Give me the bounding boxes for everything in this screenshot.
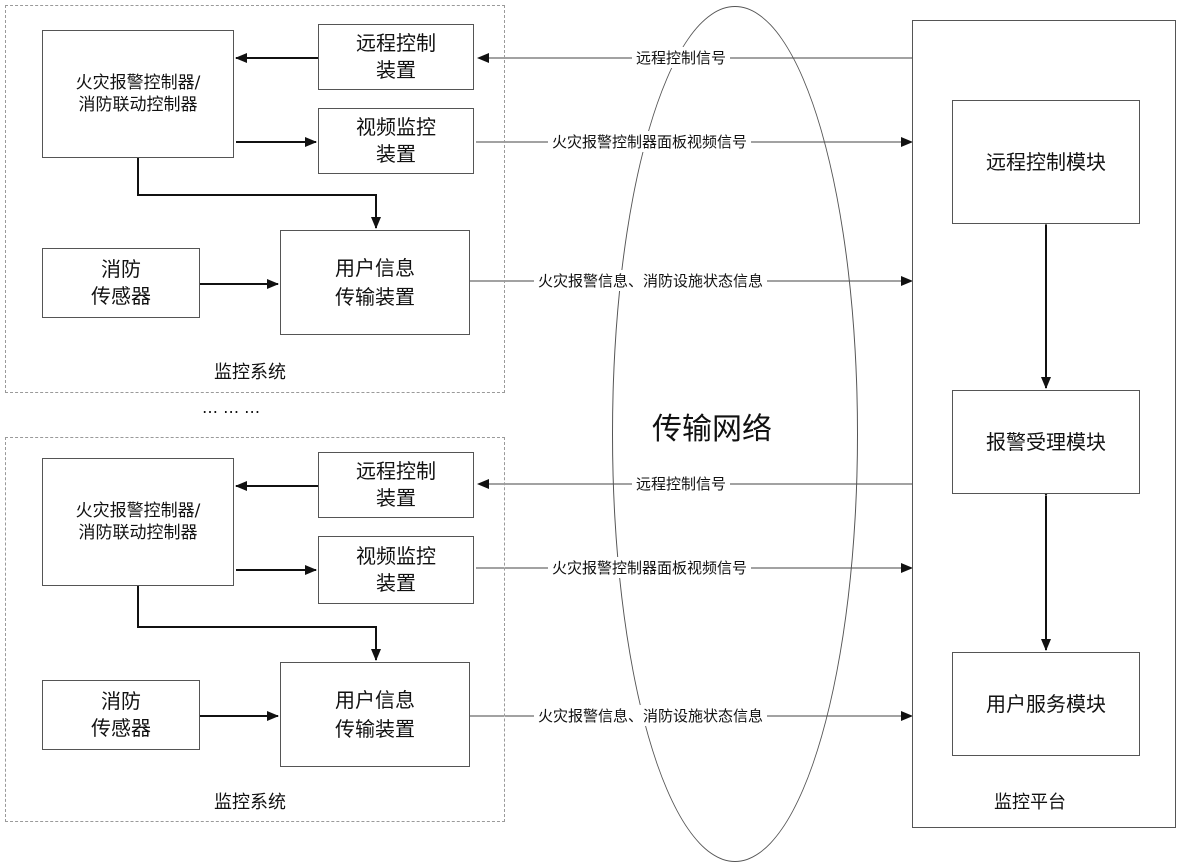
sys1-controller: 火灾报警控制器/ 消防联动控制器	[42, 30, 234, 158]
sys2-sensor-line-2: 传感器	[91, 716, 151, 740]
sys2-sensor: 消防 传感器	[42, 680, 200, 750]
platform-module-remote-label: 远程控制模块	[986, 150, 1106, 174]
sys2-remote-device-line-1: 远程控制	[356, 459, 436, 483]
platform-module-alarm: 报警受理模块	[952, 390, 1140, 494]
sys2-uit-line-2: 传输装置	[335, 716, 415, 741]
platform-module-service-label: 用户服务模块	[986, 692, 1106, 716]
monitoring-system-1	[5, 5, 505, 393]
sys2-video-device-line-2: 装置	[376, 571, 416, 595]
sys1-controller-line-1: 火灾报警控制器/	[75, 72, 201, 93]
sys1-sensor-line-1: 消防	[101, 257, 141, 281]
sys2-video-device-line-1: 视频监控	[356, 544, 436, 568]
sys1-video-signal-label: 火灾报警控制器面板视频信号	[548, 131, 752, 152]
sys2-controller-to-uit	[137, 586, 381, 661]
sys1-video-device: 视频监控 装置	[318, 108, 474, 174]
sys2-video-device: 视频监控 装置	[318, 536, 474, 604]
sys2-uit-line-1: 用户信息	[335, 687, 415, 712]
sys2-controller-line-1: 火灾报警控制器/	[75, 500, 201, 521]
transmission-network-ellipse	[612, 6, 858, 862]
sys1-remote-signal-label: 远程控制信号	[632, 47, 731, 68]
sys1-sensor: 消防 传感器	[42, 248, 200, 318]
more-systems-ellipsis: … … …	[202, 398, 261, 417]
monitoring-system-2	[5, 437, 505, 822]
sys2-controller: 火灾报警控制器/ 消防联动控制器	[42, 458, 234, 586]
sys1-label: 监控系统	[214, 362, 286, 383]
sys1-user-info-transmission-device: 用户信息 传输装置	[280, 230, 470, 335]
monitoring-platform	[912, 20, 1176, 828]
sys1-remote-device: 远程控制 装置	[318, 24, 474, 90]
sys1-uit-line-2: 传输装置	[335, 284, 415, 309]
platform-label: 监控平台	[994, 792, 1066, 813]
sys1-remote-device-line-2: 装置	[376, 58, 416, 82]
sys2-remote-device-line-2: 装置	[376, 486, 416, 510]
sys2-label: 监控系统	[214, 792, 286, 813]
sys2-remote-device: 远程控制 装置	[318, 452, 474, 518]
platform-module-service: 用户服务模块	[952, 652, 1140, 756]
network-label: 传输网络	[652, 412, 772, 447]
sys2-remote-signal-label: 远程控制信号	[632, 473, 731, 494]
sys1-controller-line-2: 消防联动控制器	[78, 95, 198, 115]
sys1-sensor-line-2: 传感器	[91, 284, 151, 308]
sys2-user-info-transmission-device: 用户信息 传输装置	[280, 662, 470, 767]
sys2-controller-line-2: 消防联动控制器	[78, 523, 198, 543]
sys1-video-device-line-2: 装置	[376, 142, 416, 166]
sys2-video-signal-label: 火灾报警控制器面板视频信号	[548, 557, 752, 578]
sys1-info-signal-label: 火灾报警信息、消防设施状态信息	[534, 270, 768, 291]
platform-module-alarm-label: 报警受理模块	[986, 430, 1106, 454]
sys2-info-signal-label: 火灾报警信息、消防设施状态信息	[534, 705, 768, 726]
platform-module-remote: 远程控制模块	[952, 100, 1140, 224]
sys1-remote-device-line-1: 远程控制	[356, 31, 436, 55]
sys1-controller-to-uit	[137, 158, 381, 229]
sys1-uit-line-1: 用户信息	[335, 255, 415, 280]
sys1-video-device-line-1: 视频监控	[356, 115, 436, 139]
sys2-sensor-line-1: 消防	[101, 689, 141, 713]
